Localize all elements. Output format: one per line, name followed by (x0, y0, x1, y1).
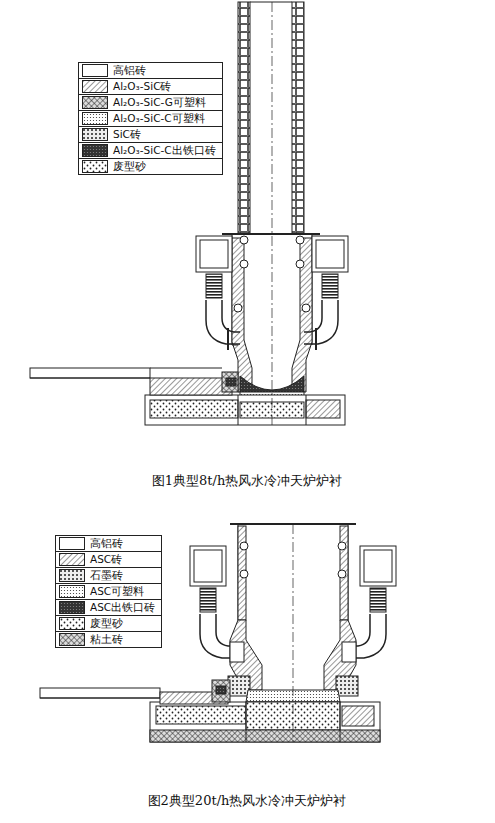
legend-text: 废型砂 (113, 159, 146, 174)
legend-text: 石墨砖 (90, 568, 123, 583)
legend-text: Al₂O₃-SiC-G可塑料 (113, 95, 206, 110)
legend-table: 高铝砖ASC砖石墨砖ASC可塑料ASC出铁口砖废型砂粘土砖 (55, 535, 162, 648)
legend-swatch (82, 64, 108, 77)
legend-row: 石墨砖 (56, 567, 161, 583)
legend-swatch (82, 80, 108, 93)
legend-row: Al₂O₃-SiC砖 (79, 78, 222, 94)
legend-swatch (59, 601, 85, 614)
legend-swatch (59, 537, 85, 550)
legend-text: ASC砖 (90, 552, 122, 567)
legend-swatch (82, 96, 108, 109)
legend-row: SiC砖 (79, 126, 222, 142)
legend-row: 废型砂 (79, 158, 222, 174)
legend-row: ASC可塑料 (56, 583, 161, 599)
legend-row: Al₂O₃-SiC-C出铁口砖 (79, 142, 222, 158)
legend-swatch (82, 128, 108, 141)
legend-row: Al₂O₃-SiC-C可塑料 (79, 110, 222, 126)
legend-text: Al₂O₃-SiC砖 (113, 79, 172, 94)
legend-text: Al₂O₃-SiC-C可塑料 (113, 111, 205, 126)
figure-caption: 图1典型8t/h热风水冷冲天炉炉衬 (152, 472, 343, 490)
legend-swatch (82, 144, 108, 157)
legend-swatch (59, 585, 85, 598)
legend-row: ASC砖 (56, 551, 161, 567)
legend-swatch (82, 112, 108, 125)
legend-text: 高铝砖 (113, 63, 146, 78)
legend-text: ASC可塑料 (90, 584, 144, 599)
legend-row: 高铝砖 (79, 63, 222, 78)
legend-text: Al₂O₃-SiC-C出铁口砖 (113, 143, 216, 158)
legend-text: 粘土砖 (90, 632, 123, 647)
legend-swatch (59, 553, 85, 566)
legend-swatch (59, 633, 85, 646)
legend-row: 高铝砖 (56, 536, 161, 551)
legend-table: 高铝砖Al₂O₃-SiC砖Al₂O₃-SiC-G可塑料Al₂O₃-SiC-C可塑… (78, 62, 223, 175)
legend-row: 废型砂 (56, 615, 161, 631)
legend-row: Al₂O₃-SiC-G可塑料 (79, 94, 222, 110)
legend-text: 废型砂 (90, 616, 123, 631)
legend-swatch (59, 617, 85, 630)
figure-caption: 图2典型20t/h热风水冷冲天炉炉衬 (148, 792, 347, 810)
legend-text: 高铝砖 (90, 536, 123, 551)
legend-text: ASC出铁口砖 (90, 600, 155, 615)
legend-row: 粘土砖 (56, 631, 161, 647)
legend-text: SiC砖 (113, 127, 141, 142)
legend-swatch (82, 160, 108, 173)
legend-swatch (59, 569, 85, 582)
legend-row: ASC出铁口砖 (56, 599, 161, 615)
